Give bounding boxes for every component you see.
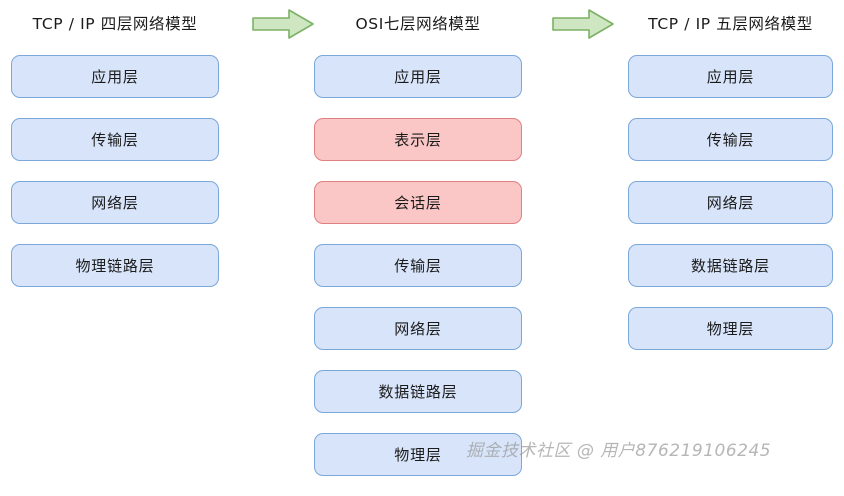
- arrow-right-icon-1: [252, 9, 314, 39]
- column-title-tcpip-four-layer: TCP / IP 四层网络模型: [32, 15, 198, 33]
- layer-box[interactable]: 应用层: [314, 55, 522, 98]
- column-titles-row: TCP / IP 四层网络模型 OSI七层网络模型 TCP / IP 五层网络模…: [0, 0, 844, 46]
- layer-box[interactable]: 数据链路层: [628, 244, 833, 287]
- arrow-right-icon-2: [552, 9, 614, 39]
- layer-box[interactable]: 数据链路层: [314, 370, 522, 413]
- column-tcpip-five-layer: 应用层 传输层 网络层 数据链路层 物理层: [628, 55, 833, 370]
- column-osi-seven-layer: 应用层 表示层 会话层 传输层 网络层 数据链路层 物理层: [314, 55, 522, 496]
- column-title-osi-seven-layer: OSI七层网络模型: [355, 15, 481, 33]
- layer-box[interactable]: 应用层: [628, 55, 833, 98]
- layer-box[interactable]: 网络层: [628, 181, 833, 224]
- network-model-comparison-diagram: TCP / IP 四层网络模型 OSI七层网络模型 TCP / IP 五层网络模…: [0, 0, 844, 476]
- layer-box[interactable]: 应用层: [11, 55, 219, 98]
- column-tcpip-four-layer: 应用层 传输层 网络层 物理链路层: [11, 55, 219, 307]
- layer-box[interactable]: 物理层: [628, 307, 833, 350]
- layer-box[interactable]: 网络层: [314, 307, 522, 350]
- layer-box[interactable]: 表示层: [314, 118, 522, 161]
- layer-box[interactable]: 传输层: [11, 118, 219, 161]
- layer-box[interactable]: 会话层: [314, 181, 522, 224]
- layer-box[interactable]: 网络层: [11, 181, 219, 224]
- layer-box[interactable]: 物理层: [314, 433, 522, 476]
- column-title-tcpip-five-layer: TCP / IP 五层网络模型: [648, 15, 813, 33]
- watermark-text: 掘金技术社区 @ 用户876219106245: [466, 441, 772, 461]
- layer-box[interactable]: 传输层: [314, 244, 522, 287]
- layer-box[interactable]: 物理链路层: [11, 244, 219, 287]
- layer-box[interactable]: 传输层: [628, 118, 833, 161]
